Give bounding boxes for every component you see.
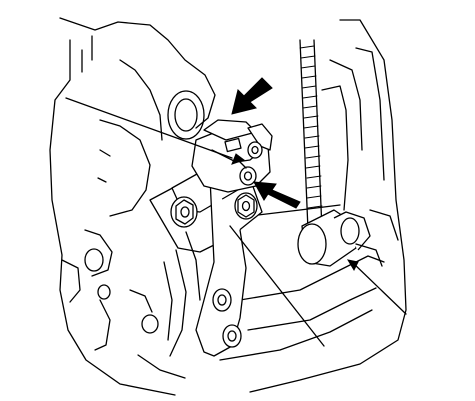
arrow-small-up: [231, 153, 247, 169]
callout-lower-center: [229, 225, 325, 347]
callout-upper-left: [65, 97, 233, 159]
tensioner-body: [191, 119, 273, 193]
cover-housing: [219, 19, 407, 393]
timing-chain: [299, 39, 363, 231]
tensioner-bracket: [149, 159, 263, 357]
arrow-press-down: [231, 77, 273, 115]
stopper-pin: [297, 209, 383, 267]
callout-lower-right: [351, 261, 407, 315]
callout-leaders: [65, 97, 407, 347]
engine-block: [49, 17, 216, 396]
mounting-bolts: [170, 192, 258, 348]
arrow-insert-pin: [253, 181, 301, 209]
